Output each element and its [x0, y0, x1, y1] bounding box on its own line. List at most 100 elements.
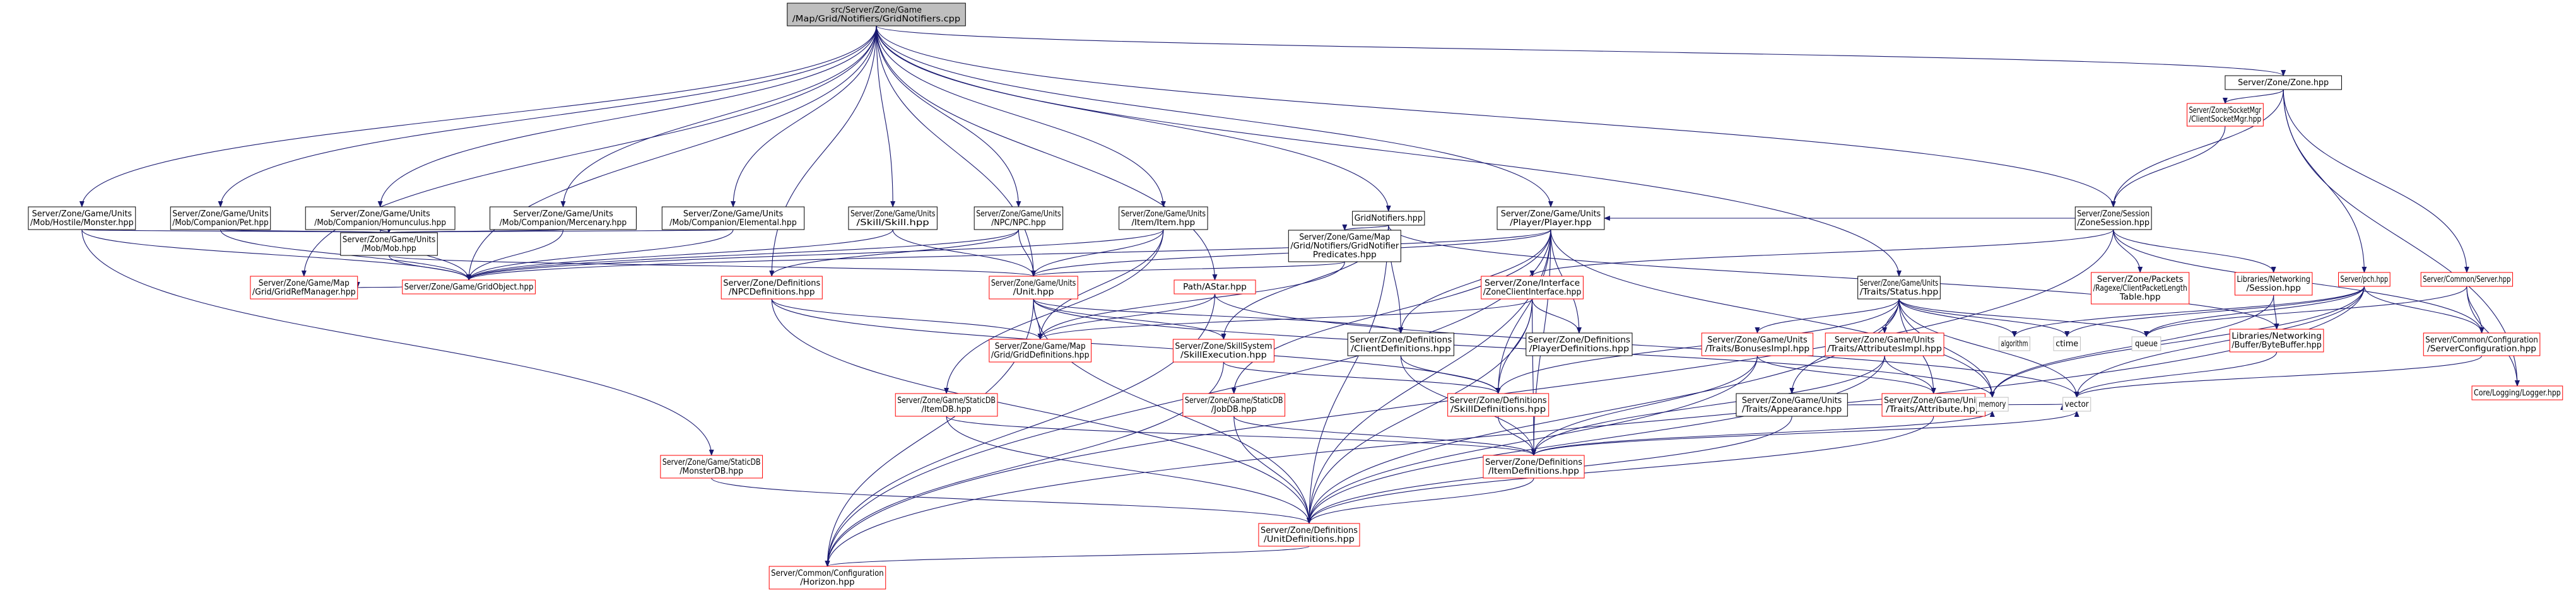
node-box [768, 566, 886, 590]
edge-pathastar-to-horizon [825, 293, 1216, 567]
node-label-line: /Traits/Appearance.hpp [1742, 405, 1842, 414]
node-label-line: /UnitDefinitions.hpp [1264, 535, 1355, 544]
graph-node-server[interactable]: Server/Common/Server.hpp [2420, 272, 2514, 287]
node-label-line: /ItemDB.hpp [921, 405, 971, 414]
node-label-line: Server/Zone/Game/Units [1884, 396, 1983, 406]
edge-item-to-itemdb [944, 229, 1164, 394]
node-label-line: Server/Zone/Game/StaticDB [662, 458, 761, 467]
edge-npc-to-gridobject [466, 229, 1019, 281]
edge-status-to-attributesimpl [1882, 298, 1900, 334]
edge-pch-to-memory [1989, 286, 2365, 398]
node-label-line: /NPC/NPC.hpp [991, 218, 1045, 228]
graph-node-status[interactable]: Server/Zone/Game/Units/Traits/Status.hpp [1857, 276, 1941, 300]
node-box [1825, 332, 1944, 356]
node-label-line: /PlayerDefinitions.hpp [1529, 344, 1629, 354]
node-label-line: /Horizon.hpp [800, 578, 854, 587]
graph-node-queue: queue [2131, 336, 2161, 351]
edge-predicates-to-griddefs [1037, 261, 1345, 340]
edge-elemental-to-gridobject [466, 229, 734, 281]
node-box [2074, 206, 2152, 230]
graph-node-horizon[interactable]: Server/Common/Configuration/Horizon.hpp [768, 566, 886, 590]
edge-unit-to-memory [1033, 298, 1995, 398]
graph-node-gridnotifiers[interactable]: GridNotifiers.hpp [1352, 211, 1425, 226]
graph-node-gridobject[interactable]: Server/Zone/Game/GridObject.hpp [402, 279, 536, 295]
graph-node-mob[interactable]: Server/Zone/Game/Units/Mob/Mob.hpp [340, 232, 438, 256]
edge-jobdb-to-unitdefs [1233, 416, 1312, 524]
graph-node-skilldefs[interactable]: Server/Zone/Definitions/SkillDefinitions… [1447, 393, 1550, 417]
node-label-line: /Session.hpp [2246, 284, 2300, 293]
node-box [2186, 103, 2264, 127]
graph-node-player[interactable]: Server/Zone/Game/Units/Player/Player.hpp [1497, 206, 1605, 230]
node-label-line: Server/Zone/Definitions [1261, 526, 1358, 535]
graph-node-clientdefs[interactable]: Server/Zone/Definitions/ClientDefinition… [1347, 332, 1454, 356]
node-label-line: Server/Zone/Game/Map [995, 342, 1086, 351]
graph-node-clientiface[interactable]: Server/Zone/Interface/ZoneClientInterfac… [1481, 276, 1584, 300]
graph-node-pch[interactable]: Server/pch.hpp [2338, 272, 2391, 287]
graph-node-ctime: ctime [2053, 336, 2081, 351]
graph-node-skill[interactable]: Server/Zone/Game/Units/Skill/Skill.hpp [848, 206, 938, 230]
graph-node-predicates[interactable]: Server/Zone/Game/Map/Grid/Notifiers/Grid… [1288, 230, 1401, 262]
graph-node-monster[interactable]: Server/Zone/Game/Units/Mob/Hostile/Monst… [28, 206, 136, 230]
graph-node-homunculus[interactable]: Server/Zone/Game/Units/Mob/Companion/Hom… [305, 206, 456, 230]
node-label-line: src/Server/Zone/Game [831, 6, 922, 15]
edge-skill-to-unit [892, 229, 1037, 277]
edge-clientiface-to-itemdefs [1531, 298, 1537, 456]
edge-status-to-bonusesimpl [1755, 298, 1900, 334]
graph-node-appearance[interactable]: Server/Zone/Game/Units/Traits/Appearance… [1736, 393, 1848, 417]
node-label-line: Table.hpp [2119, 293, 2161, 302]
graph-node-logger[interactable]: Core/Logging/Logger.hpp [2471, 385, 2563, 400]
graph-node-mercenary[interactable]: Server/Zone/Game/Units/Mob/Companion/Mer… [490, 206, 637, 230]
graph-node-bytebuffer[interactable]: Libraries/Networking/Buffer/ByteBuffer.h… [2229, 329, 2324, 353]
graph-node-bonusesimpl[interactable]: Server/Zone/Game/Units/Traits/BonusesImp… [1701, 332, 1814, 356]
node-box [490, 206, 637, 230]
graph-node-serverconfig[interactable]: Server/Common/Configuration/ServerConfig… [2423, 332, 2541, 356]
edge-zone-to-socketmgr [2222, 89, 2284, 104]
graph-node-libsession[interactable]: Libraries/Networking/Session.hpp [2234, 272, 2313, 296]
graph-node-jobdb[interactable]: Server/Zone/Game/StaticDB/JobDB.hpp [1182, 393, 1286, 417]
graph-node-item[interactable]: Server/Zone/Game/Units/Item/Item.hpp [1119, 206, 1208, 230]
node-label-line: /SkillExecution.hpp [1180, 351, 1267, 360]
edge-clientiface-to-griddefs [1037, 298, 1533, 340]
graph-node-socketmgr[interactable]: Server/Zone/SocketMgr/ClientSocketMgr.hp… [2186, 103, 2264, 127]
edge-zone-to-pch [2283, 89, 2367, 273]
graph-node-pathastar[interactable]: Path/AStar.hpp [1173, 279, 1256, 295]
edge-pch-to-queue [2144, 286, 2365, 337]
node-label-line: Server/Zone/Game/GridObject.hpp [404, 283, 534, 292]
graph-node-session[interactable]: Server/Zone/Session/ZoneSession.hpp [2074, 206, 2152, 230]
graph-node-griddefs[interactable]: Server/Zone/Game/Map/Grid/GridDefinition… [989, 339, 1092, 363]
edge-pathastar-to-griddefs [1037, 293, 1216, 340]
graph-node-packets[interactable]: Server/Zone/Packets/Ragexe/ClientPacketL… [2091, 272, 2190, 305]
edge-npcdefs-to-unitdefs [771, 298, 1312, 524]
graph-node-itemdefs[interactable]: Server/Zone/Definitions/ItemDefinitions.… [1483, 455, 1585, 479]
node-label-line: memory [1979, 400, 2006, 409]
edge-monsterdb-to-unitdefs [711, 477, 1312, 524]
edge-npc-to-unit [1018, 229, 1037, 277]
graph-node-pet[interactable]: Server/Zone/Game/Units/Mob/Companion/Pet… [170, 206, 271, 230]
edge-skill-to-gridobject [466, 229, 893, 281]
edge-socketmgr-to-session [2110, 126, 2226, 207]
graph-node-skillexec[interactable]: Server/Zone/SkillSystem/SkillExecution.h… [1172, 339, 1274, 363]
graph-node-attribute[interactable]: Server/Zone/Game/Units/Traits/Attribute.… [1881, 393, 1985, 417]
graph-node-unitdefs[interactable]: Server/Zone/Definitions/UnitDefinitions.… [1258, 523, 1360, 547]
node-label-line: Server/Zone/Game/Units [1707, 336, 1807, 345]
node-label-line: /Map/Grid/Notifiers/GridNotifiers.cpp [792, 15, 960, 24]
graph-node-itemdb[interactable]: Server/Zone/Game/StaticDB/ItemDB.hpp [895, 393, 998, 417]
node-box [1288, 230, 1401, 262]
graph-node-npc[interactable]: Server/Zone/Game/Units/NPC/NPC.hpp [973, 206, 1064, 230]
edge-root-to-session [876, 25, 2116, 207]
edge-root-to-pet [218, 25, 877, 207]
graph-node-gridrefmgr[interactable]: Server/Zone/Game/Map/Grid/GridRefManager… [250, 276, 358, 300]
graph-node-zone[interactable]: Server/Zone/Zone.hpp [2225, 75, 2342, 90]
node-label-line: /Mob/Companion/Mercenary.hpp [500, 218, 627, 228]
graph-node-monsterdb[interactable]: Server/Zone/Game/StaticDB/MonsterDB.hpp [660, 455, 763, 479]
graph-node-elemental[interactable]: Server/Zone/Game/Units/Mob/Companion/Ele… [661, 206, 805, 230]
graph-node-attributesimpl[interactable]: Server/Zone/Game/Units/Traits/Attributes… [1825, 332, 1944, 356]
node-label-line: Server/Zone/Session [2077, 209, 2150, 219]
graph-node-unit[interactable]: Server/Zone/Game/Units/Unit.hpp [989, 276, 1078, 300]
edge-root-to-homunculus [377, 25, 877, 207]
node-box [2471, 385, 2563, 400]
graph-node-playerdefs[interactable]: Server/Zone/Definitions/PlayerDefinition… [1526, 332, 1633, 356]
graph-node-npcdefs[interactable]: Server/Zone/Definitions/NPCDefinitions.h… [720, 276, 823, 300]
node-label-line: queue [2135, 339, 2158, 349]
node-box [661, 206, 805, 230]
